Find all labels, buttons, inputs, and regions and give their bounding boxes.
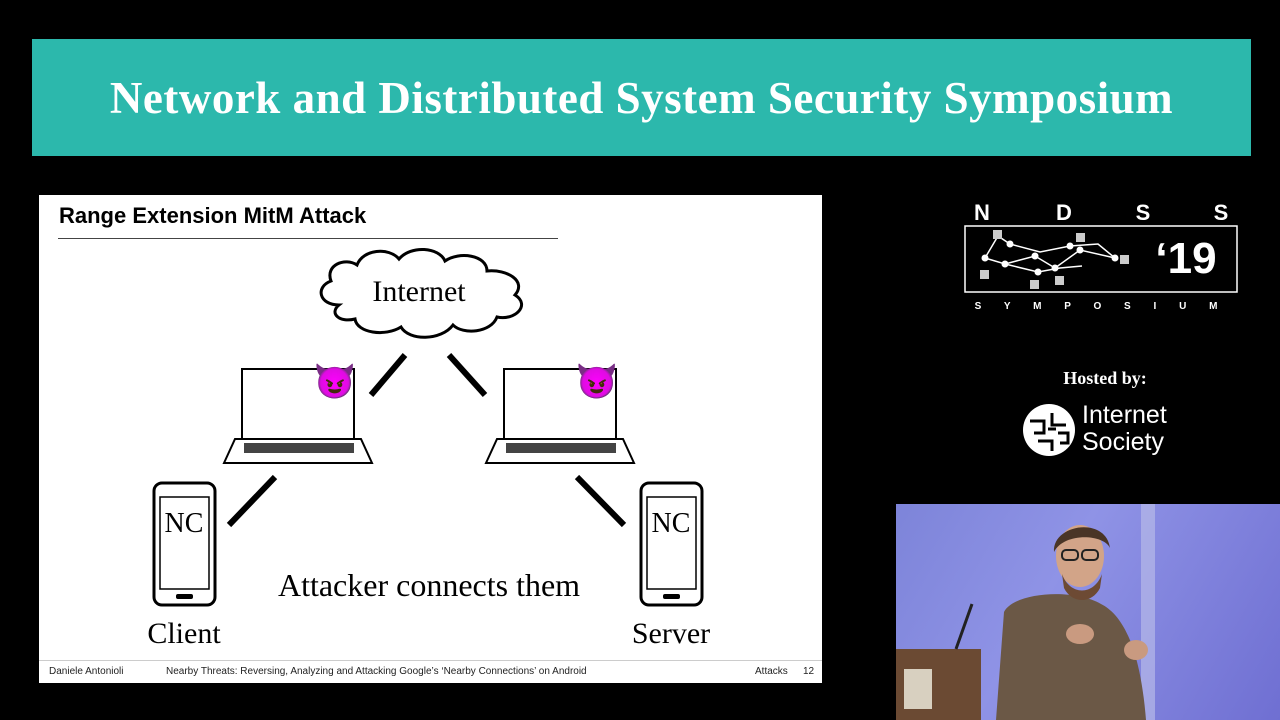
link-client-left-laptop	[226, 474, 278, 528]
internet-society-logo: Internet Society	[1022, 400, 1222, 462]
server-phone-icon: NC	[639, 481, 704, 607]
client-phone-label: NC	[165, 508, 204, 539]
client-phone-icon: NC	[152, 481, 217, 607]
mitm-diagram: Internet 😈 😈 NC	[147, 248, 710, 650]
server-label: Server	[632, 617, 710, 650]
internet-cloud: Internet	[319, 248, 523, 339]
internet-society-globe-icon	[1023, 404, 1075, 456]
logo-letter-s2: S	[1214, 200, 1229, 225]
footer-section: Attacks	[755, 666, 788, 677]
right-devil-icon: 😈	[576, 363, 618, 401]
internet-society-text: Internet Society	[1082, 402, 1167, 456]
host-line-1: Internet	[1082, 401, 1167, 429]
host-line-2: Society	[1082, 428, 1164, 456]
logo-letter-n: N	[974, 200, 990, 225]
logo-letter-s1: S	[1136, 200, 1151, 225]
footer-talk-title: Nearby Threats: Reversing, Analyzing and…	[166, 666, 587, 677]
slide-title: Range Extension MitM Attack	[59, 203, 367, 228]
title-underline	[58, 238, 558, 239]
right-laptop-icon	[484, 368, 636, 464]
logo-year: ‘19	[1155, 234, 1216, 283]
client-label: Client	[147, 617, 221, 650]
link-cloud-right-laptop	[446, 352, 488, 398]
server-phone-label: NC	[652, 508, 691, 539]
hosted-by-label: Hosted by:	[1063, 368, 1147, 388]
speaker-video-feed	[896, 504, 1280, 720]
logo-frame	[964, 225, 1238, 293]
network-graph-icon	[984, 235, 1116, 273]
footer-page-number: 12	[803, 666, 815, 677]
left-laptop-icon	[222, 368, 374, 464]
link-left-laptop-cloud	[368, 353, 408, 397]
network-nodes	[980, 230, 1129, 289]
left-devil-icon: 😈	[314, 363, 356, 401]
slide-footer: Daniele Antonioli Nearby Threats: Revers…	[39, 660, 822, 683]
diagram-caption: Attacker connects them	[278, 567, 580, 603]
cloud-label: Internet	[372, 275, 466, 308]
presentation-slide: Range Extension MitM Attack Internet 😈 😈	[39, 195, 822, 683]
link-right-laptop-server	[574, 474, 627, 528]
footer-author: Daniele Antonioli	[49, 666, 124, 677]
symposium-banner: Network and Distributed System Security …	[32, 39, 1251, 156]
logo-subtitle: S Y M P O S I U M	[975, 301, 1228, 312]
ndss-logo: N D S S ‘19 S Y M P O S I U M	[964, 200, 1238, 312]
banner-title: Network and Distributed System Security …	[109, 72, 1174, 123]
speaker-image	[896, 504, 1155, 720]
logo-letter-d: D	[1056, 200, 1072, 225]
